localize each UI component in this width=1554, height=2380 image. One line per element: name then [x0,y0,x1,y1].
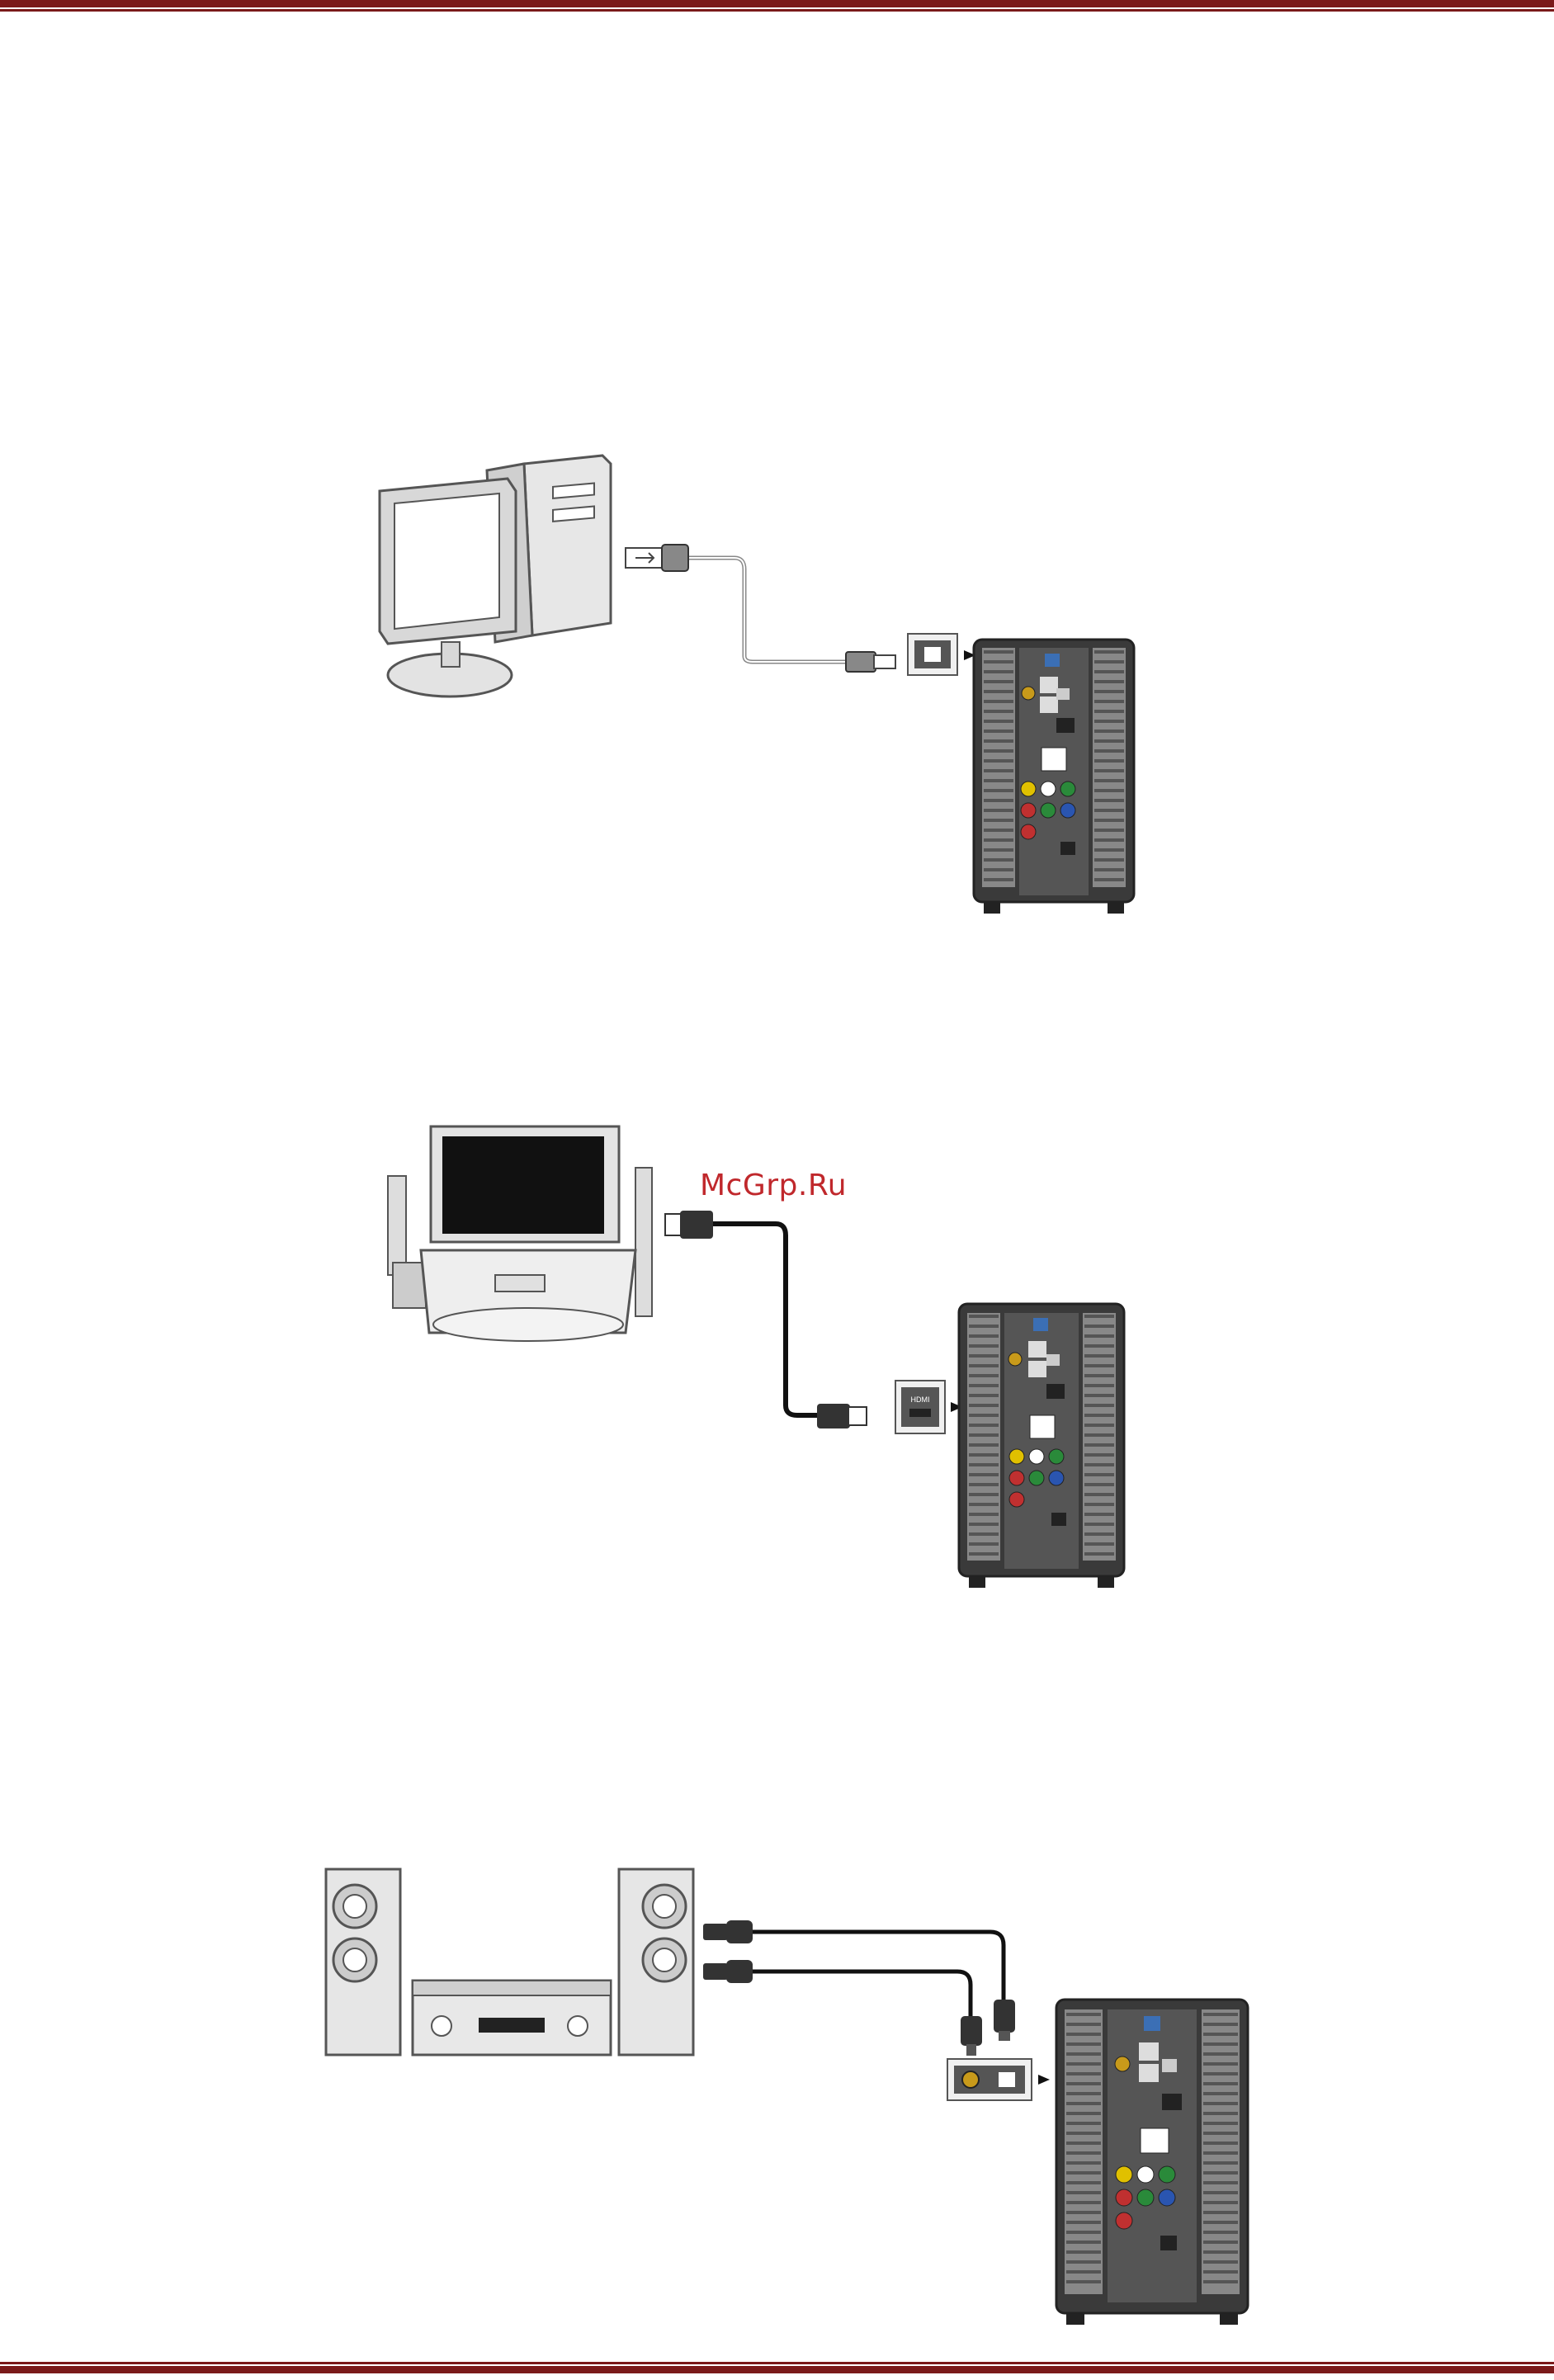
audio-port-callout [947,2059,1050,2100]
media-player-icon [959,1304,1124,1588]
footer-rule-thin [0,2362,1554,2364]
header-rule [0,0,1554,12]
hdmi-cable [665,1211,867,1428]
usb-port-callout [908,634,975,675]
media-player-icon [1056,2000,1248,2325]
tv-icon [388,1126,652,1341]
audio-connection-figure [322,1861,1263,2356]
watermark-text: McGrp.Ru [700,1169,847,1202]
footer-rule-thick [0,2366,1554,2373]
footer-rule [0,2362,1554,2373]
audio-cables [703,1920,1015,2056]
header-rule-thick [0,0,1554,7]
hdmi-port-callout: HDMI [895,1381,962,1433]
usb-cable [626,545,895,672]
header-rule-thin [0,9,1554,12]
computer-icon [380,456,611,697]
usb-connection-figure [363,446,1172,924]
media-player-icon [974,640,1134,914]
hdmi-port-label: HDMI [911,1395,930,1404]
stereo-icon [326,1869,693,2055]
